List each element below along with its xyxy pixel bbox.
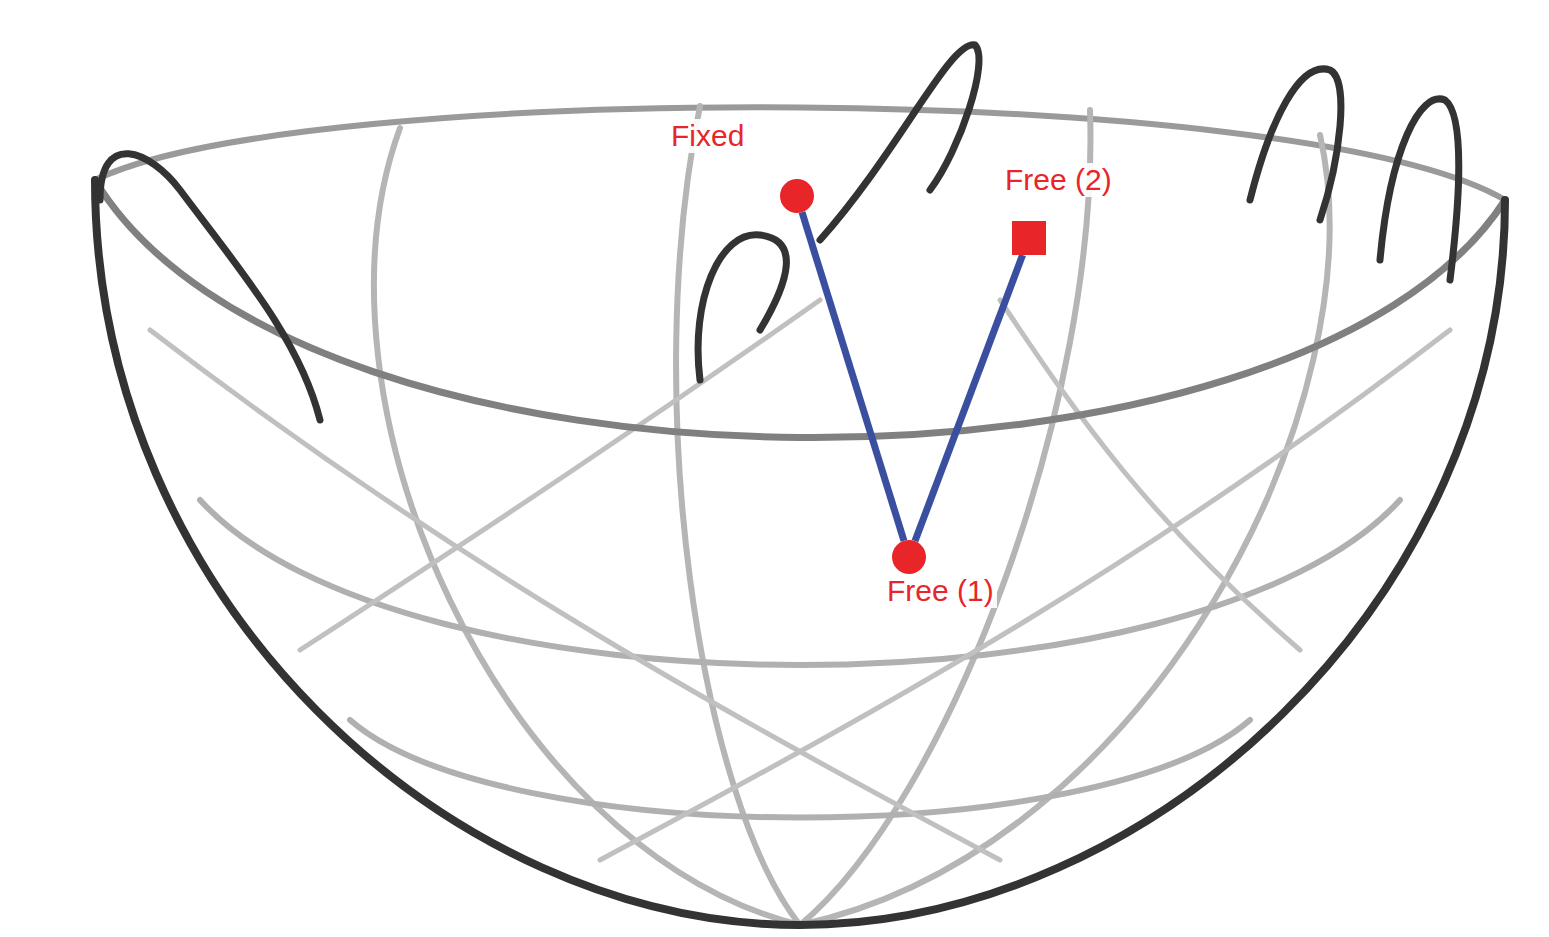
point-marker: Free (1) [892, 540, 926, 574]
lattice-tip [1250, 69, 1341, 220]
lattice-strut [600, 330, 1450, 860]
lattice-strut [800, 135, 1330, 925]
lattice-strut [350, 720, 1250, 818]
point-label: Fixed [668, 119, 747, 153]
lattice-strut [95, 180, 1505, 438]
link-line [915, 255, 1023, 541]
link-line [802, 212, 904, 541]
lattice-tip [698, 235, 786, 380]
lattice-strut [150, 330, 1000, 860]
lattice-strut [1000, 300, 1300, 650]
lattice-tip [100, 154, 320, 420]
point-label: Free (1) [884, 574, 997, 608]
lattice-strut [300, 300, 820, 650]
point-label: Free (2) [1002, 163, 1115, 197]
lattice-strut [676, 106, 800, 925]
point-marker: Fixed [780, 179, 814, 213]
bowl-outline [95, 180, 1505, 925]
lattice-tip [820, 45, 979, 240]
lattice-strut [200, 500, 1400, 665]
square-marker: Free (2) [1012, 221, 1046, 255]
lattice-tip [1380, 99, 1459, 280]
